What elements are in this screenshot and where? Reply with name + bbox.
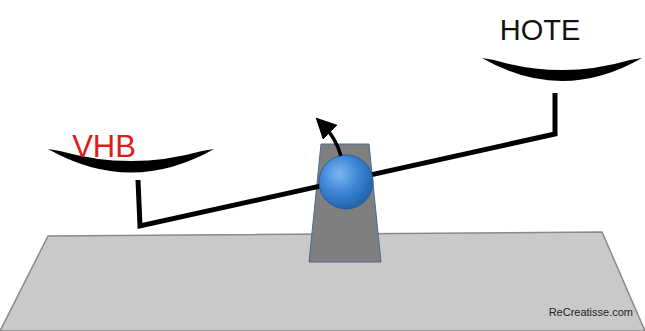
fulcrum-base — [309, 144, 381, 262]
pan-label: HOTE — [500, 16, 581, 45]
right-pan — [482, 58, 642, 81]
watermark: ReCreatisse.com — [549, 307, 633, 318]
pan-label: VHB — [72, 131, 136, 162]
tilt-arrow — [323, 125, 341, 156]
scale-beam — [138, 93, 555, 226]
pivot-ball — [319, 155, 373, 209]
